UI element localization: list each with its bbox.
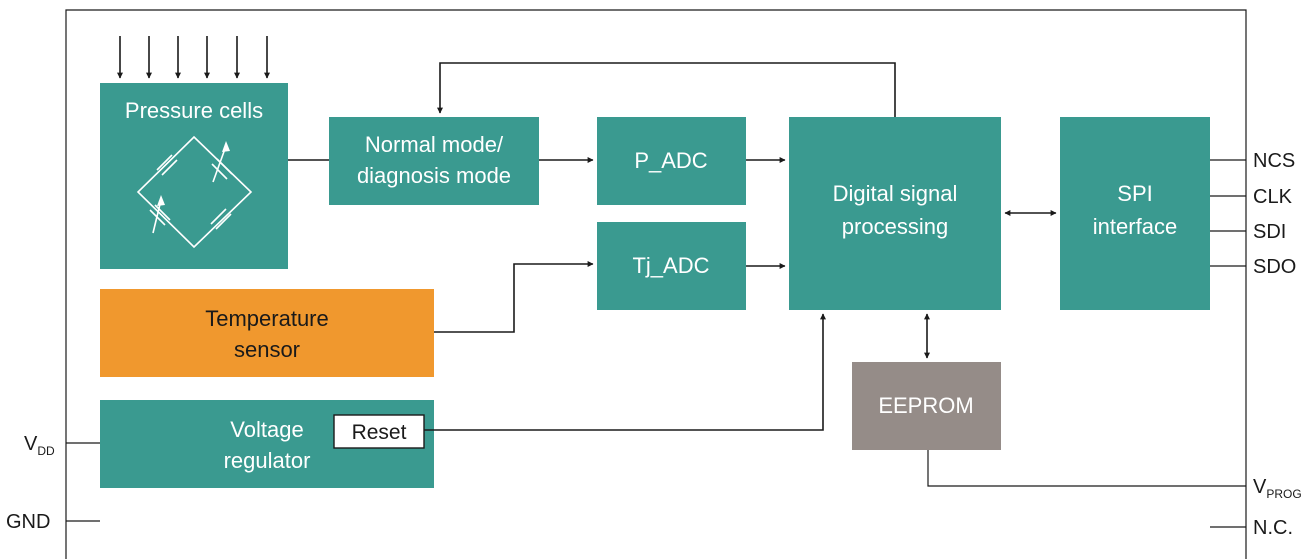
temperature-sensor-label-line2: sensor [234, 337, 300, 362]
dsp-label-line2: processing [842, 214, 948, 239]
temperature-sensor-label-line1: Temperature [205, 306, 329, 331]
temp-to-tjadc-arrow [434, 261, 594, 333]
dsp-box [789, 117, 1001, 310]
eeprom-to-vprog-line [927, 450, 1246, 487]
mode-box [329, 117, 539, 205]
eeprom-label: EEPROM [878, 393, 973, 418]
reset-label: Reset [352, 421, 407, 444]
pressure-input-arrows [117, 36, 270, 79]
spi-label-line1: SPI [1117, 181, 1152, 206]
p-adc-box [597, 117, 746, 205]
mode-label-line1: Normal mode/ [365, 132, 504, 157]
nc-pin-label: N.C. [1253, 517, 1293, 539]
dsp-label-line1: Digital signal [833, 181, 958, 206]
clk-pin-label: CLK [1253, 186, 1293, 208]
spi-box [1060, 117, 1210, 310]
temperature-sensor-box [100, 289, 434, 377]
sdo-pin-label: SDO [1253, 256, 1296, 278]
pressure-cells-block: Pressure cells [100, 83, 288, 269]
tj-adc-block: Tj_ADC [597, 222, 746, 310]
pressure-cells-box [100, 83, 288, 269]
ncs-pin-label: NCS [1253, 150, 1295, 172]
pressure-cells-label: Pressure cells [125, 98, 263, 123]
mode-label-line2: diagnosis mode [357, 163, 511, 188]
gnd-pin-label: GND [6, 511, 50, 533]
chip-outline [65, 9, 1247, 559]
eeprom-block: EEPROM [852, 362, 1001, 450]
reset-to-dsp-arrow [424, 313, 826, 431]
reset-box [333, 414, 425, 449]
p-adc-block: P_ADC [597, 117, 746, 205]
spi-pin-lines [1210, 159, 1246, 267]
tj-adc-box [597, 222, 746, 310]
voltage-regulator-label-line2: regulator [224, 448, 311, 473]
voltage-regulator-label-line1: Voltage [230, 417, 303, 442]
p-adc-label: P_ADC [634, 148, 707, 173]
spi-label-line2: interface [1093, 214, 1177, 239]
temperature-sensor-block: Temperature sensor [100, 289, 434, 377]
vdd-pin-label: VDD [24, 433, 55, 458]
sdi-pin-label: SDI [1253, 221, 1286, 243]
mode-block: Normal mode/ diagnosis mode [329, 117, 539, 205]
vprog-pin-label: VPROG [1253, 476, 1302, 501]
voltage-regulator-block: Voltage regulator Reset [100, 400, 434, 488]
tj-adc-label: Tj_ADC [632, 253, 709, 278]
wheatstone-bridge-icon [136, 135, 253, 249]
dsp-block: Digital signal processing [789, 117, 1001, 310]
eeprom-box [852, 362, 1001, 450]
spi-interface-block: SPI interface [1060, 117, 1210, 310]
feedback-loop-arrow [437, 62, 896, 117]
